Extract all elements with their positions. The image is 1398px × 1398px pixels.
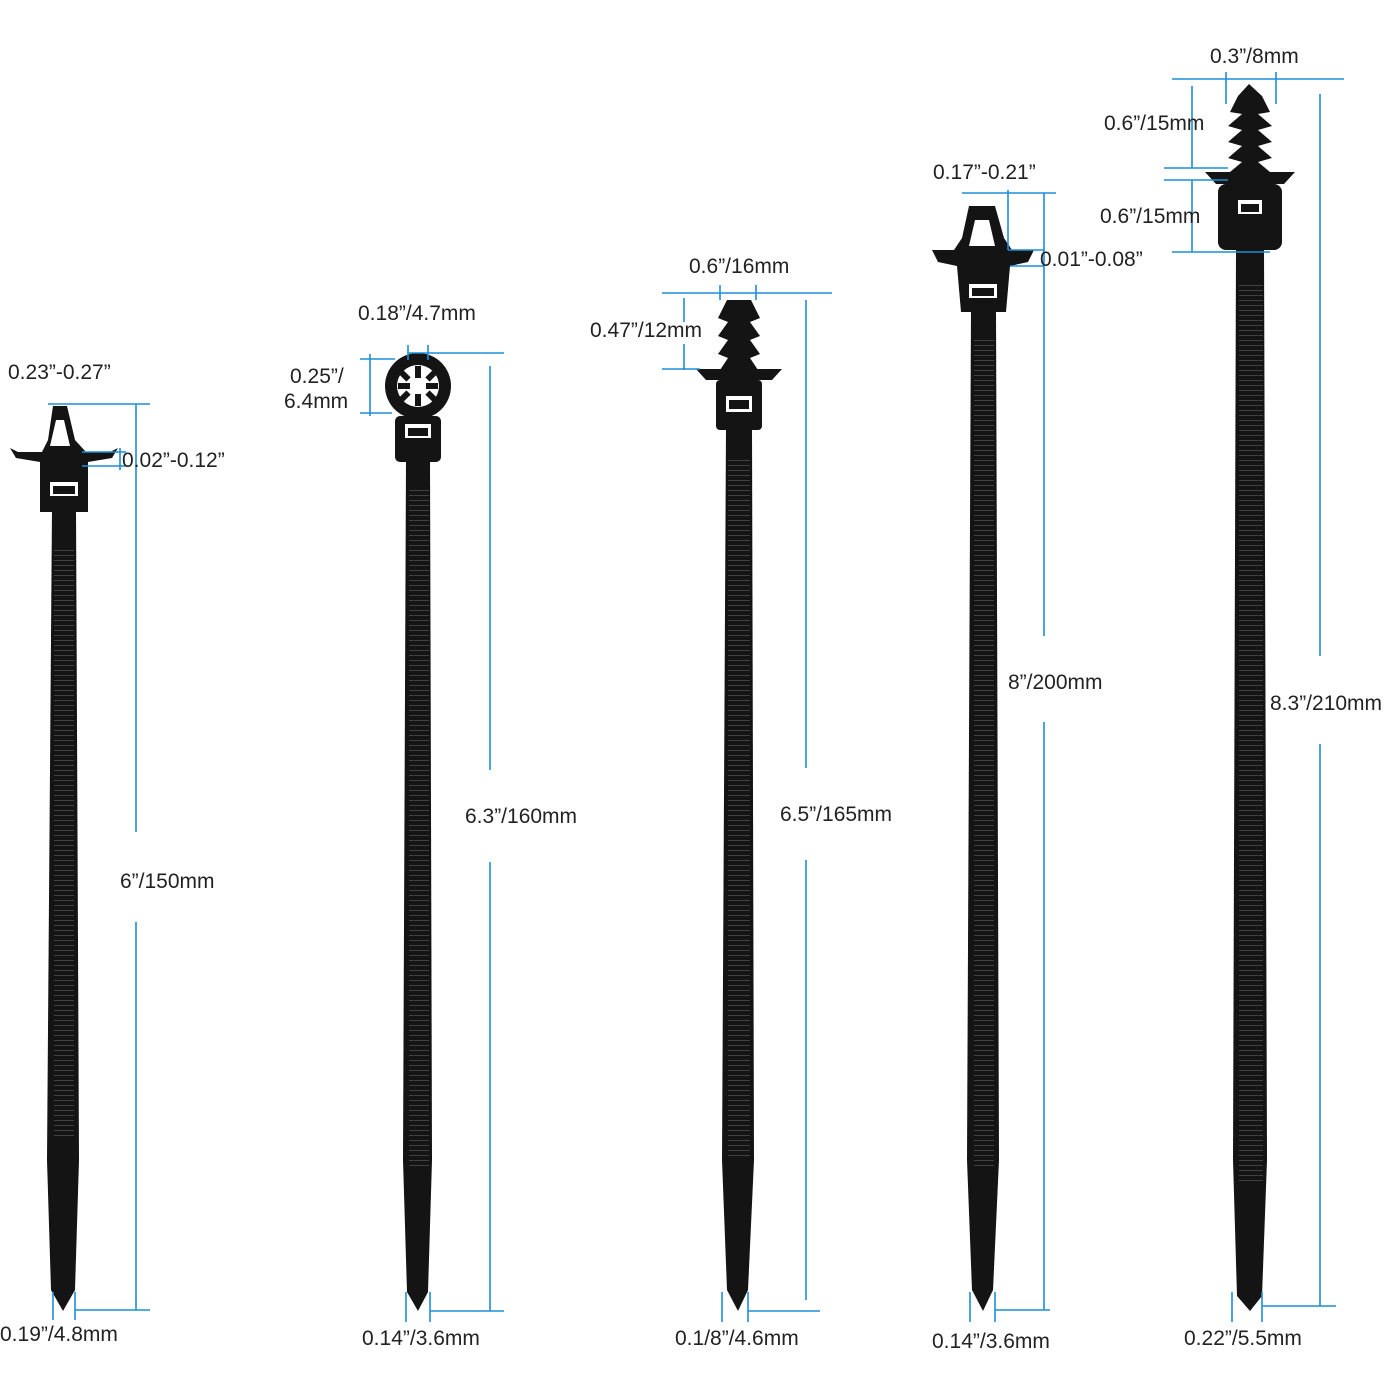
tie-3-width-label: 0.1/8”/4.6mm [675, 1327, 799, 1350]
tie-4-head-width-label: 0.17”-0.21” [933, 161, 1036, 184]
tie-2-length-label: 6.3”/160mm [465, 805, 578, 828]
tie-2 [385, 353, 451, 1311]
tie-5-length-label: 8.3”/210mm [1270, 692, 1383, 715]
tie-1-length-label: 6”/150mm [120, 870, 215, 893]
tie-3 [696, 300, 782, 1311]
tie-2-ring-height-line-1: 0.25”/ [290, 365, 344, 388]
tie-2-ring-height-label: 0.25”/ 6.4mm [284, 364, 348, 414]
tie-4-width-label: 0.14”/3.6mm [932, 1330, 1050, 1353]
dimension-lines [48, 72, 1344, 1322]
tie-1-width-label: 0.19”/4.8mm [0, 1323, 118, 1346]
tie-3-disc-diameter-label: 0.6”/16mm [689, 255, 790, 278]
tie-5-stem-height-label: 0.6”/15mm [1104, 112, 1205, 135]
tie-3-stem-height-label: 0.47”/12mm [590, 319, 703, 342]
tie-4-panel-thickness-label: 0.01”-0.08” [1040, 248, 1143, 271]
tie-5-base-height-label: 0.6”/15mm [1100, 205, 1201, 228]
tie-2-width-label: 0.14”/3.6mm [362, 1327, 480, 1350]
tie-5-tip-width-label: 0.3”/8mm [1210, 45, 1299, 68]
tie-3-length-label: 6.5”/165mm [780, 803, 893, 826]
tie-2-ring-height-line-2: 6.4mm [284, 390, 349, 413]
tie-1-panel-thickness-label: 0.02”-0.12” [122, 449, 225, 472]
tie-1 [10, 406, 118, 1311]
tie-5-width-label: 0.22”/5.5mm [1184, 1327, 1302, 1350]
tie-5 [1205, 84, 1295, 1311]
tie-2-ring-hole-label: 0.18”/4.7mm [358, 302, 476, 325]
tie-4 [932, 206, 1034, 1311]
tie-4-length-label: 8”/200mm [1008, 671, 1103, 694]
tie-1-head-width-label: 0.23”-0.27” [8, 361, 111, 384]
